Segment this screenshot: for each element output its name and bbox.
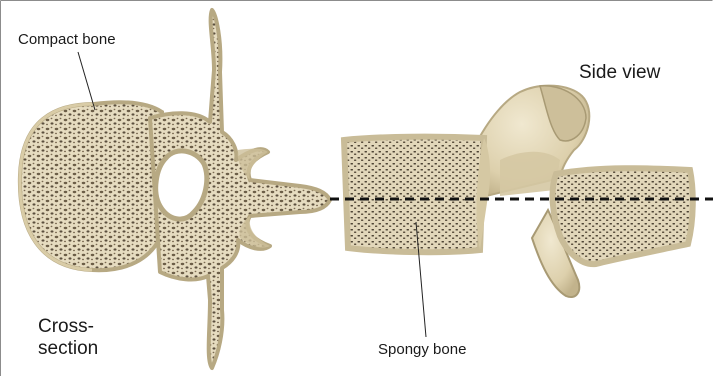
cross-section-label-line2: section	[38, 338, 98, 360]
side-view-vertebra	[344, 86, 693, 297]
side-view-label: Side view	[579, 62, 660, 84]
cross-section-label: Cross- section	[38, 316, 98, 360]
cross-section-vertebra	[20, 10, 330, 368]
spongy-bone-label: Spongy bone	[378, 341, 466, 358]
compact-bone-leader	[78, 52, 95, 110]
cross-section-label-line1: Cross-	[38, 316, 98, 338]
compact-bone-label: Compact bone	[18, 31, 116, 48]
